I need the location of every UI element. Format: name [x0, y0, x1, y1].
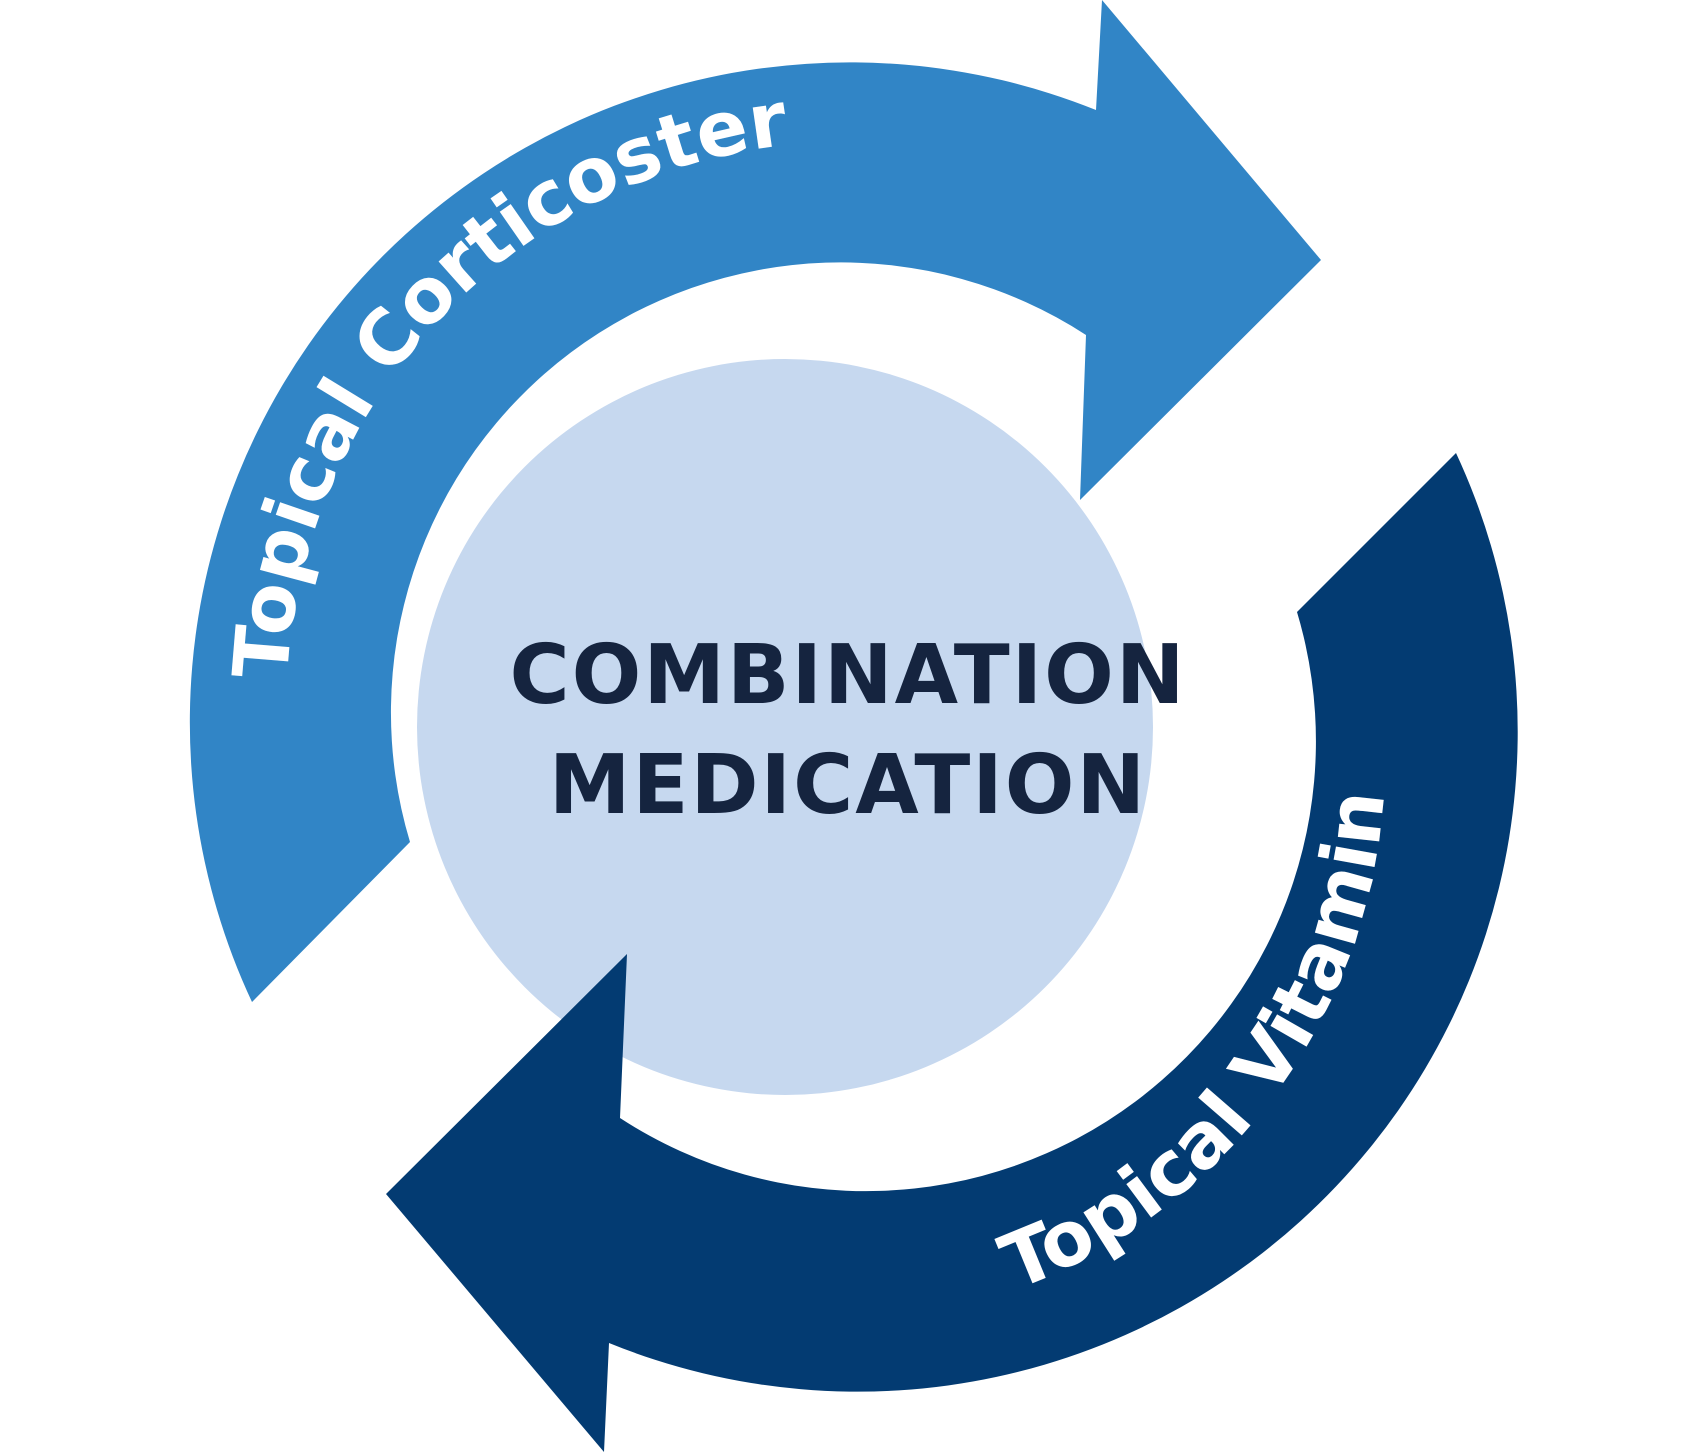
center-title-line-1: COMBINATION — [510, 628, 1187, 723]
arrow-topical-corticosteroid — [189, 0, 1321, 1002]
center-title-line-2: MEDICATION — [549, 738, 1147, 833]
center-circle — [417, 359, 1153, 1095]
arrow-topical-vitamin-d — [386, 453, 1518, 1452]
